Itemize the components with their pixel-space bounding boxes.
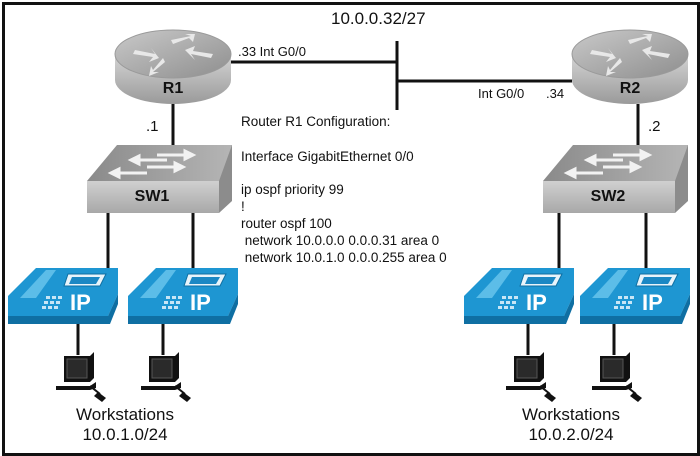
workstation-pc-icon[interactable] [56, 352, 106, 402]
ip-phone-label: IP [642, 290, 663, 315]
workstation-pc-icon[interactable] [592, 352, 642, 402]
workstations-right-title: Workstations [522, 405, 620, 424]
workstations-left-title: Workstations [76, 405, 174, 424]
switch-arrows-icon [563, 148, 653, 180]
config-heading: Router R1 Configuration: [241, 114, 391, 129]
config-line: ip ospf priority 99 [241, 182, 344, 197]
r2-address-label: .34 [546, 86, 565, 101]
workstation-pcs [56, 352, 642, 402]
workstations-right-label: Workstations 10.0.2.0/24 [496, 405, 646, 445]
ip-phone-label: IP [526, 290, 547, 315]
router-r1-label: R1 [162, 80, 184, 97]
router-r1[interactable] [114, 29, 232, 104]
router-r2[interactable] [571, 29, 689, 104]
wan-subnet-label: 10.0.0.32/27 [331, 9, 426, 28]
ip-phone-label: IP [70, 290, 91, 315]
switch-sw2-label: SW2 [590, 188, 626, 205]
workstations-left-subnet: 10.0.1.0/24 [82, 425, 168, 444]
r1-interface-label: .33 Int G0/0 [238, 44, 306, 59]
ip-phone-icon[interactable]: IP [8, 268, 118, 324]
switch-sw1-label: SW1 [134, 188, 170, 205]
ip-phones: IP IP IP IP [8, 268, 690, 324]
config-line: Interface GigabitEthernet 0/0 [241, 149, 414, 164]
workstations-right-subnet: 10.0.2.0/24 [528, 425, 614, 444]
r1-lan-address-label: .1 [146, 118, 159, 135]
ip-phone-label: IP [190, 290, 211, 315]
workstation-pc-icon[interactable] [506, 352, 556, 402]
switch-arrows-icon [107, 148, 197, 180]
switch-sw2[interactable] [543, 145, 688, 213]
config-line: network 10.0.0.0 0.0.0.31 area 0 [241, 233, 440, 248]
config-line: router ospf 100 [241, 216, 332, 231]
switch-sw1[interactable] [87, 145, 232, 213]
config-line: ! [241, 199, 245, 214]
workstation-pc-icon[interactable] [141, 352, 191, 402]
r2-interface-label: Int G0/0 [478, 86, 525, 101]
ip-phone-icon[interactable]: IP [580, 268, 690, 324]
router-arrows-icon [133, 34, 213, 76]
r2-lan-address-label: .2 [648, 118, 661, 135]
router-r2-label: R2 [619, 80, 641, 97]
ip-phone-icon[interactable]: IP [128, 268, 238, 324]
router-arrows-icon [590, 34, 670, 76]
ip-phone-icon[interactable]: IP [464, 268, 574, 324]
workstations-left-label: Workstations 10.0.1.0/24 [50, 405, 200, 445]
config-line: network 10.0.1.0 0.0.0.255 area 0 [241, 250, 447, 265]
